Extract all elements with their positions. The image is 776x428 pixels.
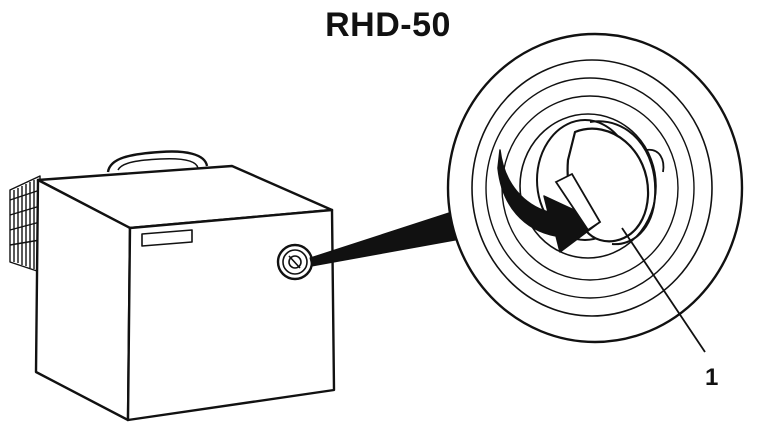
magnified-dial xyxy=(446,32,744,344)
rotation-arrow xyxy=(497,149,601,253)
carry-handle xyxy=(106,150,209,173)
callout-leader-line xyxy=(621,227,706,353)
intake-grille xyxy=(9,175,41,273)
label-plate xyxy=(141,229,193,247)
dehumidifier-unit xyxy=(9,150,336,422)
diagram-title: RHD-50 xyxy=(325,6,451,44)
callout-label-1: 1 xyxy=(705,364,719,391)
front-dial-icon xyxy=(276,243,314,281)
pointer-tab xyxy=(554,172,602,232)
